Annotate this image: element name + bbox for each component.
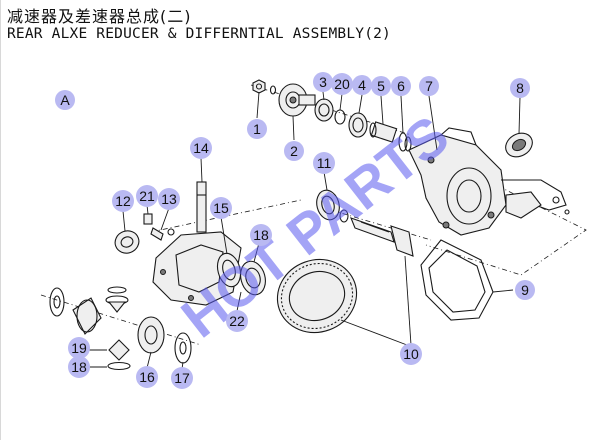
part-15-side-bearing — [216, 252, 242, 288]
part-10-drive-pinion — [350, 217, 414, 257]
svg-text:17: 17 — [174, 370, 190, 386]
callout-7: 7 — [419, 76, 439, 96]
svg-text:6: 6 — [397, 78, 405, 94]
svg-text:22: 22 — [229, 313, 245, 329]
part-18-pinion-washer — [107, 361, 131, 371]
callout-3: 3 — [313, 72, 333, 92]
svg-text:4: 4 — [358, 77, 366, 93]
svg-text:2: 2 — [290, 143, 298, 159]
part-5-spacer — [369, 121, 398, 143]
callout-17: 17 — [171, 367, 193, 389]
callout-bubbles: 1 2 3 20 4 5 6 7 8 14 11 12 21 13 15 18 … — [68, 72, 535, 389]
part-16-side-gear — [137, 316, 165, 354]
svg-text:14: 14 — [193, 140, 209, 156]
part-2-flange — [278, 83, 316, 117]
view-label-a: A — [55, 90, 75, 110]
svg-text:19: 19 — [71, 340, 87, 356]
part-7-reducer-housing — [408, 127, 570, 236]
svg-text:5: 5 — [377, 78, 385, 94]
part-pinion-washers-top — [105, 286, 129, 313]
callout-18-lower: 18 — [68, 356, 90, 378]
svg-text:7: 7 — [425, 78, 433, 94]
part-18-bearing-cup — [240, 260, 266, 296]
part-20-washer — [334, 109, 346, 125]
part-22-differential-case — [152, 231, 242, 306]
callout-15: 15 — [210, 197, 232, 219]
callout-9: 9 — [515, 280, 535, 300]
part-19-pinion-gear — [108, 339, 130, 361]
svg-text:21: 21 — [139, 188, 155, 204]
svg-text:3: 3 — [319, 74, 327, 90]
svg-text:12: 12 — [115, 193, 131, 209]
svg-text:8: 8 — [516, 80, 524, 96]
view-label-text: A — [60, 92, 70, 108]
title-english: REAR ALXE REDUCER & DIFFERNTIAL ASSEMBLY… — [7, 26, 391, 42]
callout-14: 14 — [190, 137, 212, 159]
part-21-lock-plate — [143, 213, 153, 225]
leader-lines — [87, 91, 521, 370]
part-13-bolt — [150, 227, 175, 241]
title-chinese: 减速器及差速器总成(二) — [7, 7, 192, 26]
callout-4: 4 — [352, 75, 372, 95]
svg-text:18: 18 — [71, 359, 87, 375]
part-17-thrust-washer — [174, 332, 192, 364]
callout-19: 19 — [68, 337, 90, 359]
callout-16: 16 — [136, 366, 158, 388]
callout-18-upper: 18 — [250, 224, 272, 246]
part-10-ring-gear — [276, 258, 358, 334]
part-8-oil-seal — [505, 132, 533, 158]
part-14-cross-pin — [196, 181, 207, 233]
part-3-seal — [314, 98, 334, 122]
callout-11: 11 — [313, 152, 335, 174]
part-side-gear — [72, 297, 102, 335]
callout-1: 1 — [247, 119, 267, 139]
part-12-bearing — [114, 230, 140, 254]
callout-10: 10 — [400, 343, 422, 365]
part-9-gasket — [420, 239, 494, 321]
svg-text:11: 11 — [317, 155, 332, 171]
svg-text:16: 16 — [139, 369, 155, 385]
part-1-nut — [252, 79, 277, 95]
callout-20: 20 — [331, 73, 353, 95]
svg-text:20: 20 — [334, 76, 350, 92]
part-4-bearing — [348, 112, 368, 138]
callout-13: 13 — [158, 188, 180, 210]
callout-2: 2 — [284, 141, 304, 161]
callout-21: 21 — [136, 185, 158, 207]
svg-text:1: 1 — [253, 121, 261, 137]
svg-text:18: 18 — [253, 227, 269, 243]
svg-text:9: 9 — [521, 282, 529, 298]
callout-5: 5 — [371, 76, 391, 96]
callout-22: 22 — [226, 310, 248, 332]
svg-text:10: 10 — [403, 346, 419, 362]
callout-8: 8 — [510, 78, 530, 98]
svg-text:13: 13 — [161, 191, 177, 207]
part-thrust-washer-large — [49, 287, 65, 317]
part-11-tapered-bearing — [316, 189, 349, 223]
callout-12: 12 — [112, 190, 134, 212]
callout-6: 6 — [391, 76, 411, 96]
svg-text:15: 15 — [213, 200, 229, 216]
